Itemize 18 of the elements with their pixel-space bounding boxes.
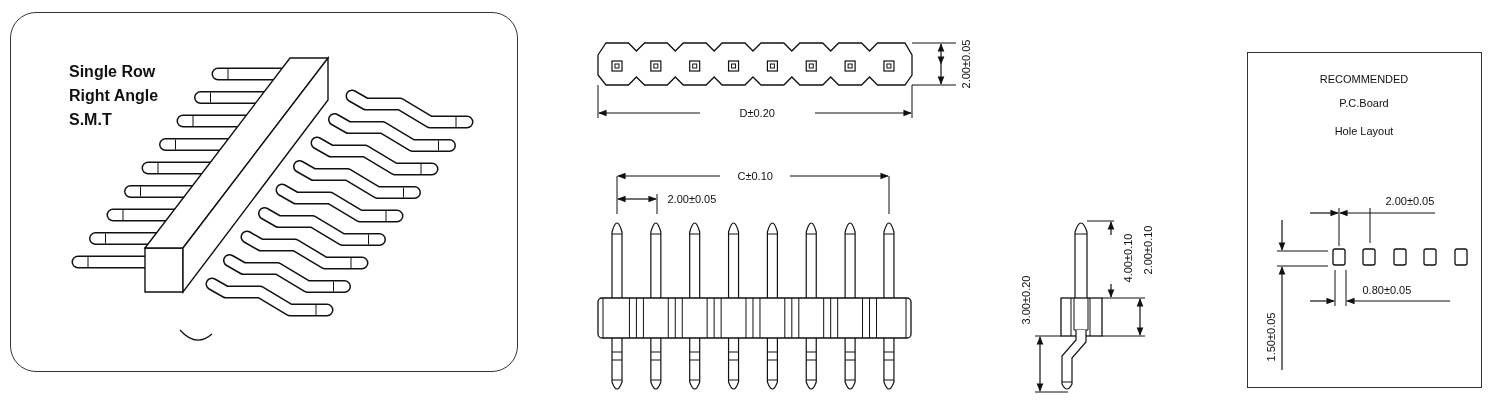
layout-subheading: Hole Layout <box>1333 125 1395 137</box>
dimension-label: D±0.20 <box>737 107 777 119</box>
dimension-label: 3.00±0.20 <box>1019 275 1032 325</box>
product-spec-line: Right Angle <box>69 87 159 105</box>
layout-heading: RECOMMENDED <box>1318 73 1410 85</box>
dimension-label: 2.00±0.05 <box>1385 195 1435 207</box>
product-spec-line: S.M.T <box>69 111 112 129</box>
product-panel <box>10 12 518 372</box>
dimension-label: 4.00±0.10 <box>1121 233 1134 283</box>
layout-subheading: P.C.Board <box>1338 97 1390 109</box>
dimension-label: 1.50±0.05 <box>1264 312 1277 362</box>
dimension-label: 2.00±0.10 <box>1141 225 1154 275</box>
layout-panel <box>1247 52 1482 388</box>
dimension-label: 2.00±0.05 <box>667 193 717 205</box>
dimension-label: 2.00±0.05 <box>959 39 972 89</box>
dimension-label: 0.80±0.05 <box>1362 284 1412 296</box>
dimension-label: C±0.10 <box>735 170 775 182</box>
product-spec-line: Single Row <box>69 63 156 81</box>
